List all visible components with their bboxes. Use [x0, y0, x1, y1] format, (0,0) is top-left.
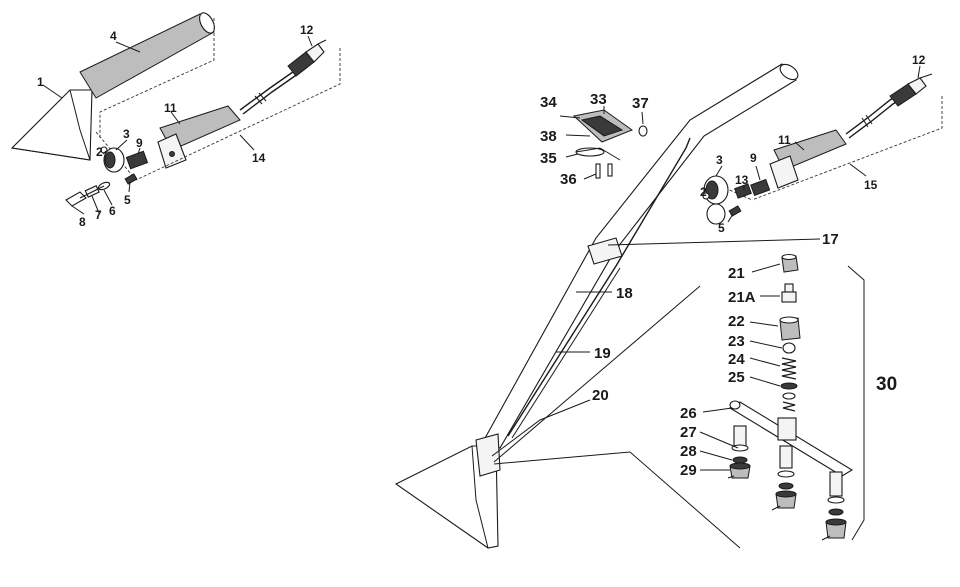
callout-19: 19 [594, 345, 611, 362]
handle-parts-group: 33 34 35 36 37 38 [540, 91, 649, 188]
callout-6: 6 [109, 204, 116, 218]
callout-27: 27 [680, 424, 697, 441]
callout-14: 14 [252, 151, 266, 165]
callout-5: 5 [718, 221, 725, 235]
seal-part-25 [780, 382, 798, 390]
floor-head-part-20 [394, 445, 499, 549]
screw-part-5 [728, 205, 742, 217]
wand-tube-part-18 [483, 63, 797, 449]
screw-part-5 [124, 173, 138, 185]
spray-valve-parts-group: 21 21A 22 23 24 25 26 27 28 29 30 [680, 253, 897, 541]
strainer-part-27 [731, 444, 749, 452]
callout-22: 22 [728, 313, 745, 330]
callout-11: 11 [164, 101, 177, 115]
callout-3: 3 [716, 153, 723, 167]
callout-2: 2 [700, 185, 707, 199]
callout-20: 20 [592, 387, 609, 404]
callout-9: 9 [750, 151, 757, 165]
nut-part-37 [638, 125, 648, 137]
callout-7: 7 [95, 208, 102, 222]
callout-15: 15 [864, 178, 878, 192]
callout-17: 17 [822, 231, 839, 248]
callout-33: 33 [590, 91, 607, 108]
callout-4: 4 [110, 29, 117, 43]
callout-38: 38 [540, 128, 557, 145]
callout-36: 36 [560, 171, 577, 188]
callout-30: 30 [876, 374, 897, 395]
fitting-part-13 [734, 183, 752, 199]
callout-21: 21 [728, 265, 745, 282]
callout-24: 24 [728, 351, 745, 368]
callout-21A: 21A [728, 289, 756, 306]
callout-5: 5 [124, 193, 131, 207]
screw-part-36 [595, 163, 601, 179]
nozzle-set-center [771, 470, 797, 511]
fitting-part-9 [125, 150, 149, 170]
callout-23: 23 [728, 333, 745, 350]
right-valve-hose-assembly: 2 3 5 9 11 12 13 15 [700, 53, 943, 235]
nozzle-set-left [727, 444, 751, 479]
callout-25: 25 [728, 369, 745, 386]
nozzle-part-28 [732, 456, 748, 464]
callout-12: 12 [912, 53, 926, 67]
callout-11: 11 [778, 133, 791, 147]
callout-26: 26 [680, 405, 697, 422]
ball-part-23 [782, 342, 796, 354]
callout-29: 29 [680, 462, 697, 479]
callout-28: 28 [680, 443, 697, 460]
manifold-part-26 [728, 400, 854, 497]
callout-18: 18 [616, 285, 633, 302]
callout-37: 37 [632, 95, 649, 112]
callout-3: 3 [123, 127, 130, 141]
left-upholstery-tool-assembly: 1 2 3 4 5 6 7 8 9 11 12 14 [10, 12, 341, 229]
callout-8: 8 [79, 215, 86, 229]
wand-assembly: 17 18 19 20 [394, 63, 839, 549]
clamp-part-17 [587, 237, 623, 265]
callout-35: 35 [540, 150, 557, 167]
nozzle-set-right [821, 496, 847, 541]
tube-part-4 [79, 13, 215, 99]
callout-1: 1 [37, 75, 44, 89]
callout-13: 13 [735, 173, 749, 187]
callout-12: 12 [300, 23, 314, 37]
jet-part-8 [65, 191, 87, 207]
adapter-part-21A [784, 283, 794, 293]
spring-part-24 [781, 357, 797, 380]
fitting-part-9 [750, 178, 771, 197]
callout-34: 34 [540, 94, 557, 111]
callout-2: 2 [96, 145, 103, 159]
callout-9: 9 [136, 136, 143, 150]
